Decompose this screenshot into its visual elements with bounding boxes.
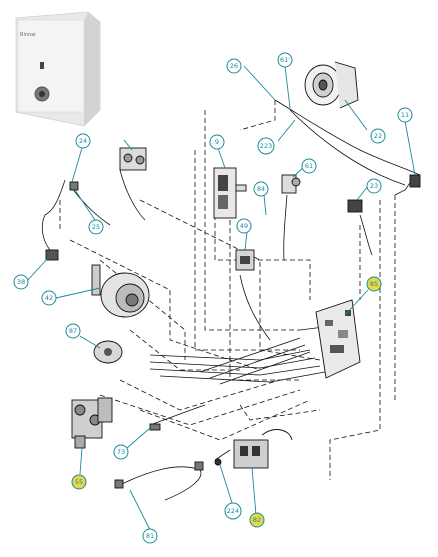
ground-wire-part [214, 458, 222, 466]
callout-22-label: 22 [374, 132, 382, 140]
callout-73-label: 73 [117, 448, 125, 456]
callout-11-label: 11 [401, 111, 409, 119]
flow-sensor-part [281, 174, 301, 194]
brand-logo: Rinnai [20, 32, 36, 38]
heater-unit-image: Rinnai [15, 11, 101, 127]
sensor-clip-part [149, 423, 161, 431]
callout-61-label: 61 [305, 162, 313, 170]
callout-81-label: 81 [146, 532, 154, 540]
callout-61: 61 [301, 158, 317, 174]
fan-motor-part [304, 61, 359, 109]
callout-85: 85 [366, 276, 382, 292]
callout-87-label: 87 [69, 327, 77, 335]
relay-block-part [233, 429, 293, 469]
callout-23-label: 23 [370, 182, 378, 190]
callout-42: 42 [41, 290, 57, 306]
callout-25: 25 [88, 219, 104, 235]
controller-part [213, 167, 247, 219]
callout-11: 11 [397, 107, 413, 123]
callout-61-prime: 61' [277, 52, 293, 68]
igniter-part [235, 249, 255, 271]
cable-loop-part [114, 461, 204, 501]
callout-223: 223 [257, 137, 275, 155]
callout-55-label: 55 [75, 478, 83, 486]
pcb-board-part [315, 299, 361, 379]
callout-24-label: 24 [79, 137, 87, 145]
callout-223-label: 223 [260, 142, 272, 150]
callout-224: 224 [224, 502, 242, 520]
callout-49-label: 49 [240, 222, 248, 230]
callout-26: 26 [226, 58, 242, 74]
callout-22: 22 [370, 128, 386, 144]
callout-55: 55 [71, 474, 87, 490]
small-fan-part [93, 340, 123, 364]
callout-25-label: 25 [92, 223, 100, 231]
thermal-fuse-part [347, 199, 363, 213]
callout-84-label: 84 [257, 185, 265, 193]
thermistor-part [45, 249, 59, 261]
callout-23: 23 [366, 178, 382, 194]
callout-38-label: 38 [17, 278, 25, 286]
callout-49: 49 [236, 218, 252, 234]
parts [45, 61, 421, 501]
callout-24: 24 [75, 133, 91, 149]
callout-82-label: 82 [253, 516, 261, 524]
callout-84: 84 [253, 181, 269, 197]
wiring-harness [41, 99, 421, 480]
callout-9-label: 9 [215, 138, 219, 146]
callout-42-label: 42 [45, 294, 53, 302]
callout-38: 38 [13, 274, 29, 290]
sensor-connector-part [69, 181, 79, 191]
callout-87: 87 [65, 323, 81, 339]
power-plug-part [409, 174, 421, 188]
callout-9: 9 [209, 134, 225, 150]
pump-motor-part [91, 264, 150, 318]
callout-82: 82 [249, 512, 265, 528]
gas-valve-part [119, 147, 147, 171]
callout-85-label: 85 [370, 280, 378, 288]
callout-224-label: 224 [227, 507, 239, 515]
callout-61-prime-label: 61' [280, 56, 290, 64]
callout-26-label: 26 [230, 62, 238, 70]
callout-81: 81 [142, 528, 158, 544]
water-valve-part [71, 397, 113, 449]
callout-73: 73 [113, 444, 129, 460]
